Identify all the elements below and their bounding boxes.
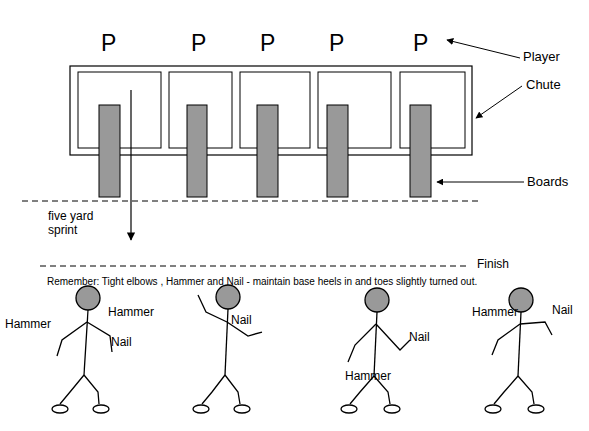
callout-label: Boards <box>527 175 568 190</box>
stick-figure <box>341 288 410 413</box>
board <box>327 105 348 197</box>
nail-label: Nail <box>111 336 132 350</box>
player-marker: P <box>101 30 116 56</box>
finish-label: Finish <box>477 258 509 272</box>
leader-arrow <box>476 86 522 118</box>
stick-figure <box>193 285 262 413</box>
hammer-label: Hammer <box>5 318 51 332</box>
hammer-label: Hammer <box>108 306 154 320</box>
hammer-label: Hammer <box>472 306 518 320</box>
player-marker: P <box>329 30 344 56</box>
board <box>99 105 120 197</box>
start-line <box>22 201 482 202</box>
player-marker: P <box>260 30 275 56</box>
nail-label: Nail <box>552 304 573 318</box>
board <box>257 105 278 197</box>
finish-line <box>40 266 470 267</box>
leader-arrow <box>447 40 520 58</box>
sprint-label: five yard sprint <box>48 210 110 238</box>
nail-label: Nail <box>231 314 252 328</box>
coaching-note: Remember: Tight elbows , Hammer and Nail… <box>47 276 477 288</box>
player-marker: P <box>413 30 428 56</box>
callout-label: Chute <box>526 78 561 93</box>
sprint-arrow <box>130 90 131 240</box>
player-marker: P <box>191 30 206 56</box>
leader-arrow <box>437 182 524 183</box>
stick-figure <box>52 286 112 413</box>
board <box>187 105 207 197</box>
nail-label: Nail <box>409 331 430 345</box>
hammer-label: Hammer <box>345 370 391 384</box>
board <box>410 105 431 197</box>
callout-label: Player <box>523 50 560 65</box>
